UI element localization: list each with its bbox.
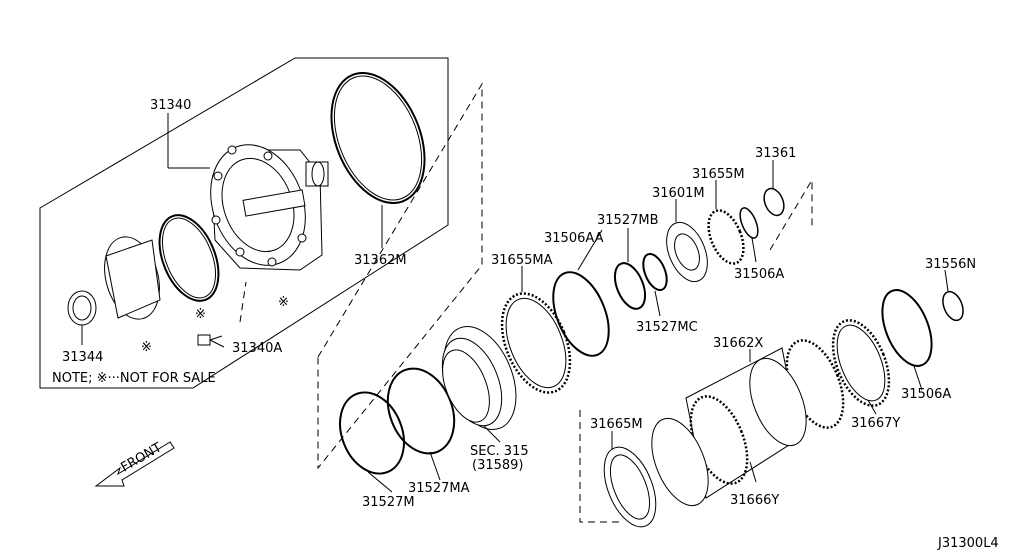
label-31666y: 31666Y [730, 493, 779, 508]
front-direction-arrow: FRONT [94, 440, 175, 487]
label-31667y: 31667Y [851, 416, 900, 431]
not-for-sale-mark-housing: ※ [278, 295, 289, 310]
oil-pump-housing[interactable] [195, 131, 329, 278]
pump-o-ring[interactable] [148, 207, 230, 310]
diagram-code: J31300L4 [937, 536, 999, 551]
label-31340a: 31340A [232, 341, 282, 356]
label-31506a-top: 31506A [734, 267, 784, 282]
oil-pump-assembly-box [39, 57, 449, 389]
label-31527mb: 31527MB [597, 213, 659, 228]
plate-31665m[interactable] [594, 440, 666, 534]
label-sec-315: SEC. 315 [470, 444, 529, 459]
label-31362m: 31362M [354, 253, 407, 268]
not-for-sale-marks: ※ ※ ※ [141, 295, 289, 355]
leader-lines [81, 113, 949, 493]
label-31662x: 31662X [713, 336, 763, 351]
label-31361: 31361 [755, 146, 796, 161]
label-31506a-right: 31506A [901, 387, 951, 402]
snap-ring-31506a-right[interactable] [873, 283, 942, 373]
not-for-sale-mark-cover: ※ [141, 340, 152, 355]
snap-ring-31506aa[interactable] [542, 264, 619, 364]
part-number-labels: 31340 31362M 31344 31340A 31506AA 31527M… [62, 98, 976, 510]
label-31665m: 31665M [590, 417, 643, 432]
label-sec-31589: (31589) [472, 458, 524, 473]
label-31601m: 31601M [652, 186, 705, 201]
label-31340: 31340 [150, 98, 191, 113]
label-31556n: 31556N [925, 257, 976, 272]
label-31527ma: 31527MA [408, 481, 470, 496]
pump-cover[interactable] [96, 231, 168, 326]
thrust-washer-31601m[interactable] [659, 217, 716, 288]
o-ring-31362m[interactable] [314, 59, 443, 217]
label-31344: 31344 [62, 350, 103, 365]
snap-ring-31506a-top[interactable] [737, 206, 762, 241]
right-clutch-dashed-box [579, 178, 813, 523]
clutch-group-dashed-box [317, 82, 483, 470]
label-31527mc: 31527MC [636, 320, 698, 335]
bearing-31655m[interactable] [702, 205, 751, 268]
not-for-sale-mark-oring: ※ [195, 307, 206, 322]
seal-ring-31527m[interactable] [328, 383, 415, 483]
label-31527m: 31527M [362, 495, 415, 510]
ring-31556n[interactable] [939, 289, 967, 324]
plate-31667y[interactable] [822, 312, 900, 413]
label-31506aa: 31506AA [544, 231, 604, 246]
clutch-assembly-sec315[interactable] [430, 316, 530, 440]
seal-ring-31527mc[interactable] [639, 251, 672, 294]
label-31655ma: 31655MA [491, 253, 553, 268]
ring-31361[interactable] [760, 186, 787, 219]
clutch-pack[interactable] [641, 332, 855, 513]
not-for-sale-note: NOTE; ※···NOT FOR SALE [52, 371, 216, 386]
label-31655m: 31655M [692, 167, 745, 182]
seal-31344[interactable] [67, 290, 97, 326]
seal-ring-31527mb[interactable] [609, 259, 651, 313]
